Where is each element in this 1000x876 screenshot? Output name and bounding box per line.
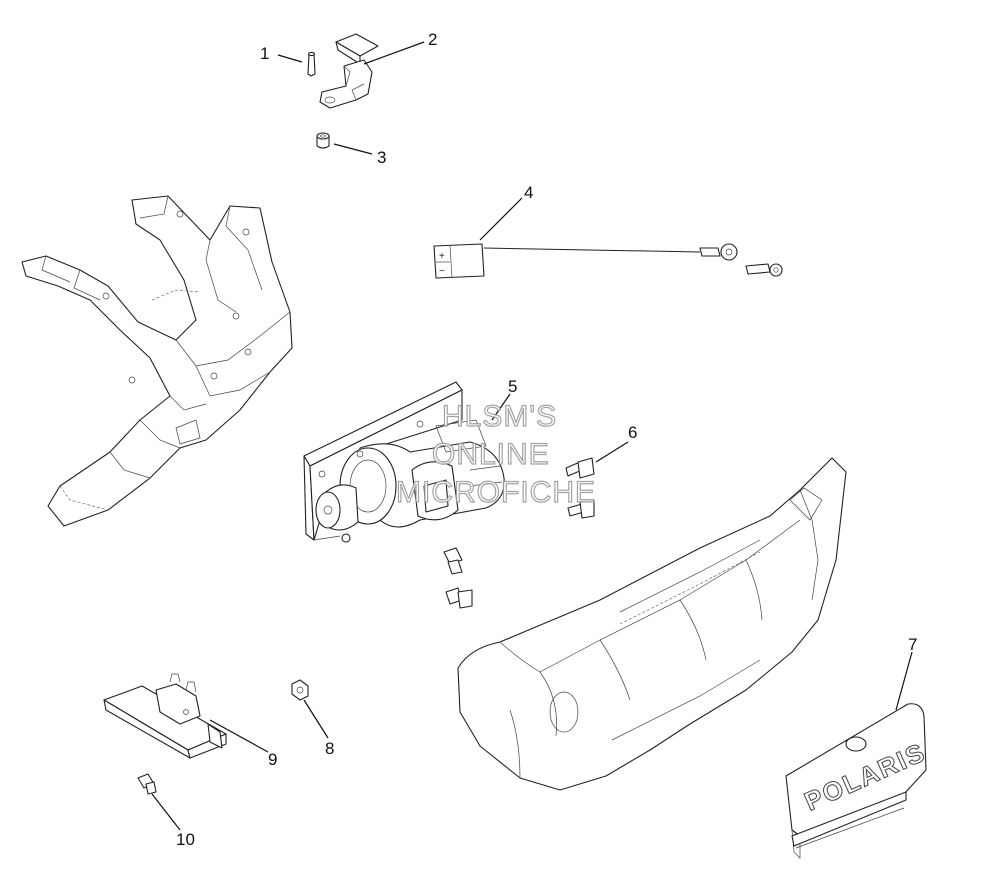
part-8-nut bbox=[291, 679, 309, 701]
watermark-line-1: HLSM'S bbox=[442, 400, 557, 433]
connector-minus-label: − bbox=[439, 266, 445, 277]
callout-4: 4 bbox=[524, 183, 533, 202]
part-1-pin bbox=[307, 51, 316, 77]
watermark: HLSM'S ONLINE MICROFICHE bbox=[395, 399, 596, 509]
callout-5: 5 bbox=[508, 377, 517, 396]
callout-10: 10 bbox=[176, 830, 195, 849]
callout-9: 9 bbox=[268, 750, 277, 769]
connector-plus-label: + bbox=[439, 251, 445, 262]
callout-2: 2 bbox=[428, 30, 437, 49]
leader-lines bbox=[151, 41, 913, 831]
part-9-switch-bracket bbox=[103, 673, 227, 759]
part-7-nameplate: POLARIS bbox=[785, 703, 931, 859]
part-5-winch bbox=[303, 381, 505, 543]
part-2-bracket bbox=[319, 33, 379, 109]
part-4-wire-harness: + − bbox=[433, 243, 783, 279]
callout-7: 7 bbox=[908, 635, 917, 654]
callout-1: 1 bbox=[260, 44, 269, 63]
part-6-bolts bbox=[443, 457, 595, 609]
part-10-screw bbox=[137, 773, 157, 795]
callout-6: 6 bbox=[628, 423, 637, 442]
callout-3: 3 bbox=[377, 148, 386, 167]
front-bumper bbox=[457, 457, 847, 791]
watermark-line-2: ONLINE bbox=[432, 438, 550, 471]
vehicle-frame bbox=[21, 195, 293, 527]
watermark-line-3: MICROFICHE bbox=[396, 476, 596, 509]
part-3-spacer bbox=[316, 132, 330, 149]
callout-8: 8 bbox=[325, 739, 334, 758]
